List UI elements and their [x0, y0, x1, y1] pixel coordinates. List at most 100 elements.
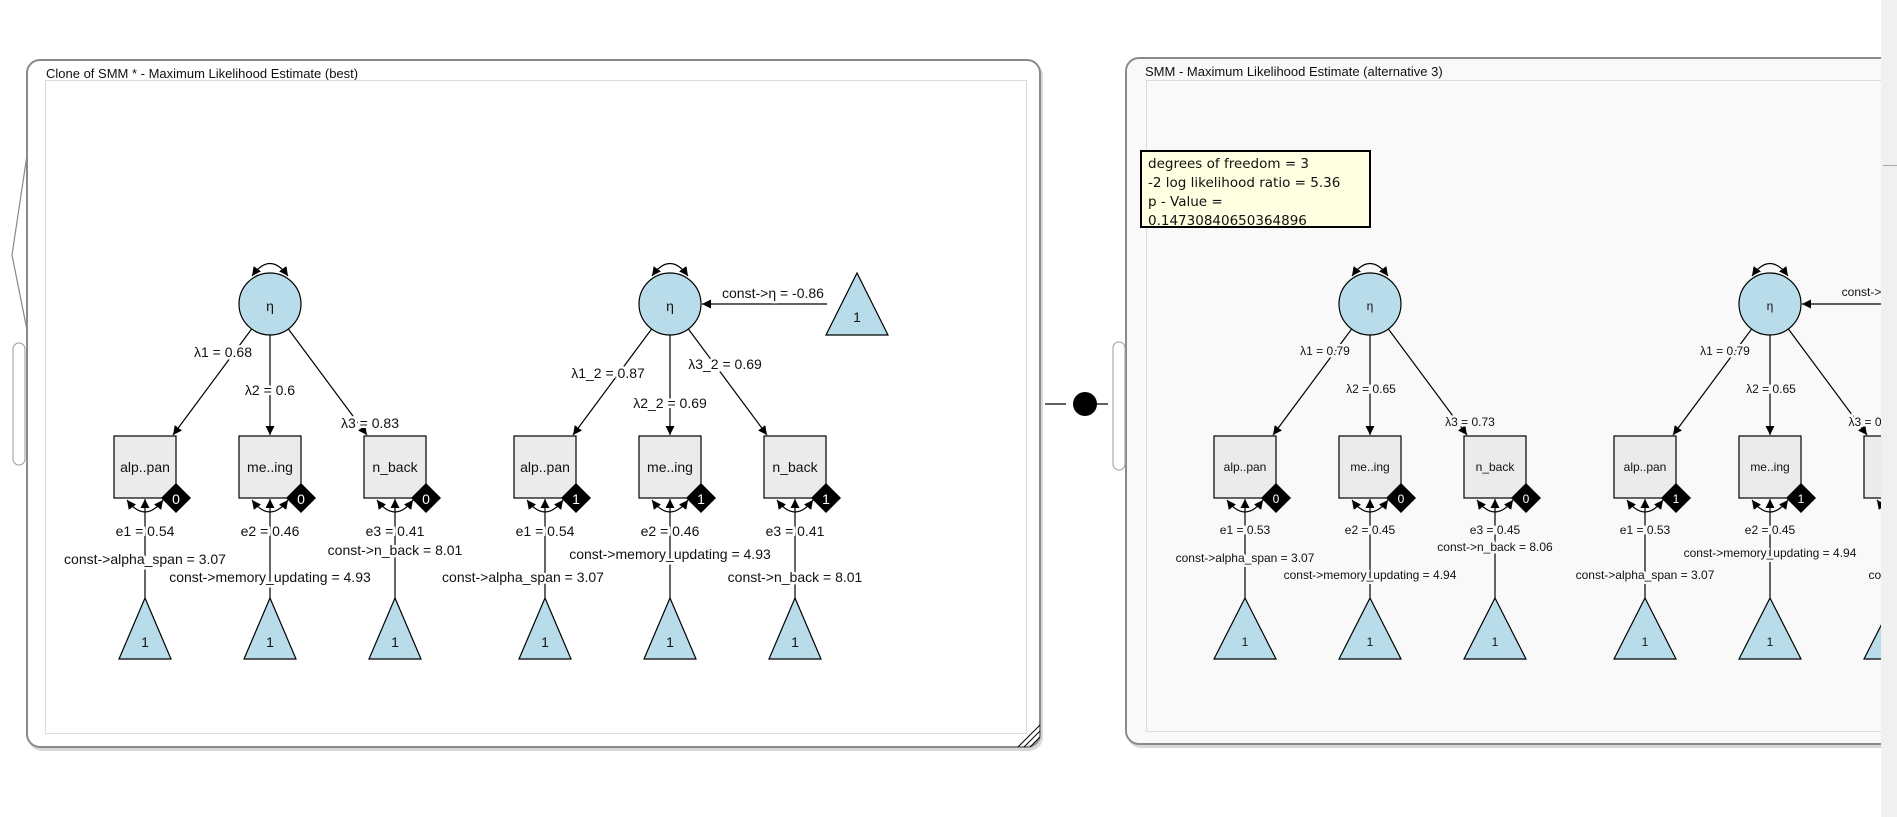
constant-label: 1: [1892, 635, 1897, 649]
const-path-label: const->alpha_span = 3.07: [64, 551, 226, 567]
error-variance-label: e1 = 0.54: [116, 523, 175, 539]
manifest-variable[interactable]: [113, 435, 177, 499]
loading-label: λ1_2 = 0.87: [571, 365, 645, 381]
constant-triangle[interactable]: [768, 596, 822, 660]
group-badge-label: 1: [697, 491, 705, 507]
manifest-label: n_back: [1476, 460, 1516, 474]
manifest-variable[interactable]: [238, 435, 302, 499]
collapse-bracket[interactable]: [11, 154, 28, 331]
group-badge: [1661, 483, 1691, 513]
group-badge: [411, 483, 441, 513]
latent-variable-eta[interactable]: [238, 272, 302, 336]
loading-path[interactable]: [287, 328, 368, 436]
window-decorations: [11, 154, 1126, 748]
constant-label: 1: [1492, 635, 1499, 649]
latent-variance-arc[interactable]: [1351, 262, 1389, 277]
manifest-variable[interactable]: [513, 435, 577, 499]
vertical-scrollbar[interactable]: [1881, 0, 1897, 817]
loading-path[interactable]: [1787, 328, 1868, 436]
const-path-label: const->n_back = 8.01: [728, 569, 863, 585]
latent-variance-arc[interactable]: [651, 262, 689, 277]
loading-path[interactable]: [1272, 328, 1353, 436]
constant-triangle[interactable]: [1738, 596, 1802, 660]
manifest-variable[interactable]: [1613, 435, 1677, 499]
error-variance-arc[interactable]: [251, 499, 289, 513]
drag-handle[interactable]: [12, 342, 26, 466]
manifest-variable[interactable]: [1213, 435, 1277, 499]
window-title: SMM - Maximum Likelihood Estimate (alter…: [1145, 64, 1443, 79]
error-variance-label: e1 = 0.53: [1620, 523, 1671, 537]
loading-path[interactable]: [1387, 328, 1468, 436]
group-badge: [811, 483, 841, 513]
group-badge: [686, 483, 716, 513]
error-variance-arc[interactable]: [1351, 499, 1389, 513]
drag-handle[interactable]: [1112, 341, 1126, 471]
error-variance-arc[interactable]: [376, 499, 414, 513]
loading-path[interactable]: [572, 328, 653, 436]
error-variance-arc[interactable]: [1226, 499, 1264, 513]
constant-label: 1: [1242, 635, 1249, 649]
error-variance-label: e3 = 0.41: [366, 523, 425, 539]
loading-path[interactable]: [687, 328, 768, 436]
latent-variable-eta[interactable]: [638, 272, 702, 336]
constant-triangle[interactable]: [1863, 598, 1897, 660]
error-variance-arc[interactable]: [651, 499, 689, 513]
constant-triangle[interactable]: [825, 271, 889, 336]
constant-triangle[interactable]: [1338, 596, 1402, 660]
group-badge: [161, 483, 191, 513]
latent-variable-eta[interactable]: [1738, 272, 1802, 336]
comparison-tooltip: degrees of freedom = 3 -2 log likelihood…: [1140, 150, 1371, 229]
error-variance-arc[interactable]: [1876, 499, 1897, 512]
latent-const-label: const->η =: [1842, 285, 1897, 299]
error-variance-arc[interactable]: [776, 499, 814, 513]
latent-variance-arc[interactable]: [1751, 262, 1789, 277]
const-path-label: const->alpha_span = 3.07: [1576, 568, 1715, 582]
manifest-variable[interactable]: [1338, 435, 1402, 499]
manifest-variable[interactable]: [363, 435, 427, 499]
error-variance-arc[interactable]: [126, 499, 164, 513]
constant-triangle[interactable]: [643, 596, 697, 660]
constant-label: 1: [541, 634, 549, 650]
latent-label: η: [1767, 299, 1774, 313]
const-path-label: const->n_: [1868, 568, 1897, 582]
manifest-variable[interactable]: [763, 435, 827, 499]
comparison-node[interactable]: [1073, 392, 1097, 416]
group-badge: [561, 483, 591, 513]
group-badge-label: 1: [1798, 492, 1805, 506]
loading-label: λ2 = 0.6: [245, 382, 295, 398]
constant-triangle[interactable]: [518, 596, 572, 660]
manifest-label: n_back: [372, 459, 418, 475]
constant-triangle[interactable]: [1213, 596, 1277, 660]
manifest-variable[interactable]: [1738, 435, 1802, 499]
loading-label: λ3 = 0.83: [341, 415, 399, 431]
constant-triangle[interactable]: [1463, 596, 1527, 660]
latent-variable-eta[interactable]: [1338, 272, 1402, 336]
manifest-variable[interactable]: [638, 435, 702, 499]
manifest-variable[interactable]: [1463, 435, 1527, 499]
constant-triangle[interactable]: [1613, 596, 1677, 660]
error-variance-arc[interactable]: [1751, 499, 1789, 513]
loading-path[interactable]: [1672, 328, 1753, 436]
tooltip-lr: -2 log likelihood ratio = 5.36: [1148, 175, 1341, 191]
resize-grip[interactable]: [1017, 724, 1041, 748]
loading-label: λ3 = 0.73: [1445, 415, 1495, 429]
latent-variance-arc[interactable]: [251, 262, 289, 277]
group-badge: [1511, 483, 1541, 513]
constant-triangle[interactable]: [368, 596, 422, 660]
error-variance-label: e3: [1888, 523, 1897, 537]
error-variance-arc[interactable]: [1476, 499, 1514, 513]
error-variance-arc[interactable]: [526, 499, 564, 513]
group-badge-label: 1: [1673, 492, 1680, 506]
constant-label: 1: [853, 309, 861, 325]
loading-label: λ2 = 0.65: [1346, 382, 1396, 396]
manifest-variable[interactable]: [1863, 435, 1897, 499]
error-variance-arc[interactable]: [1626, 499, 1664, 513]
error-variance-label: e3 = 0.41: [766, 523, 825, 539]
constant-label: 1: [1367, 635, 1374, 649]
loading-path[interactable]: [172, 328, 253, 436]
constant-triangle[interactable]: [118, 596, 172, 660]
constant-triangle[interactable]: [243, 596, 297, 660]
